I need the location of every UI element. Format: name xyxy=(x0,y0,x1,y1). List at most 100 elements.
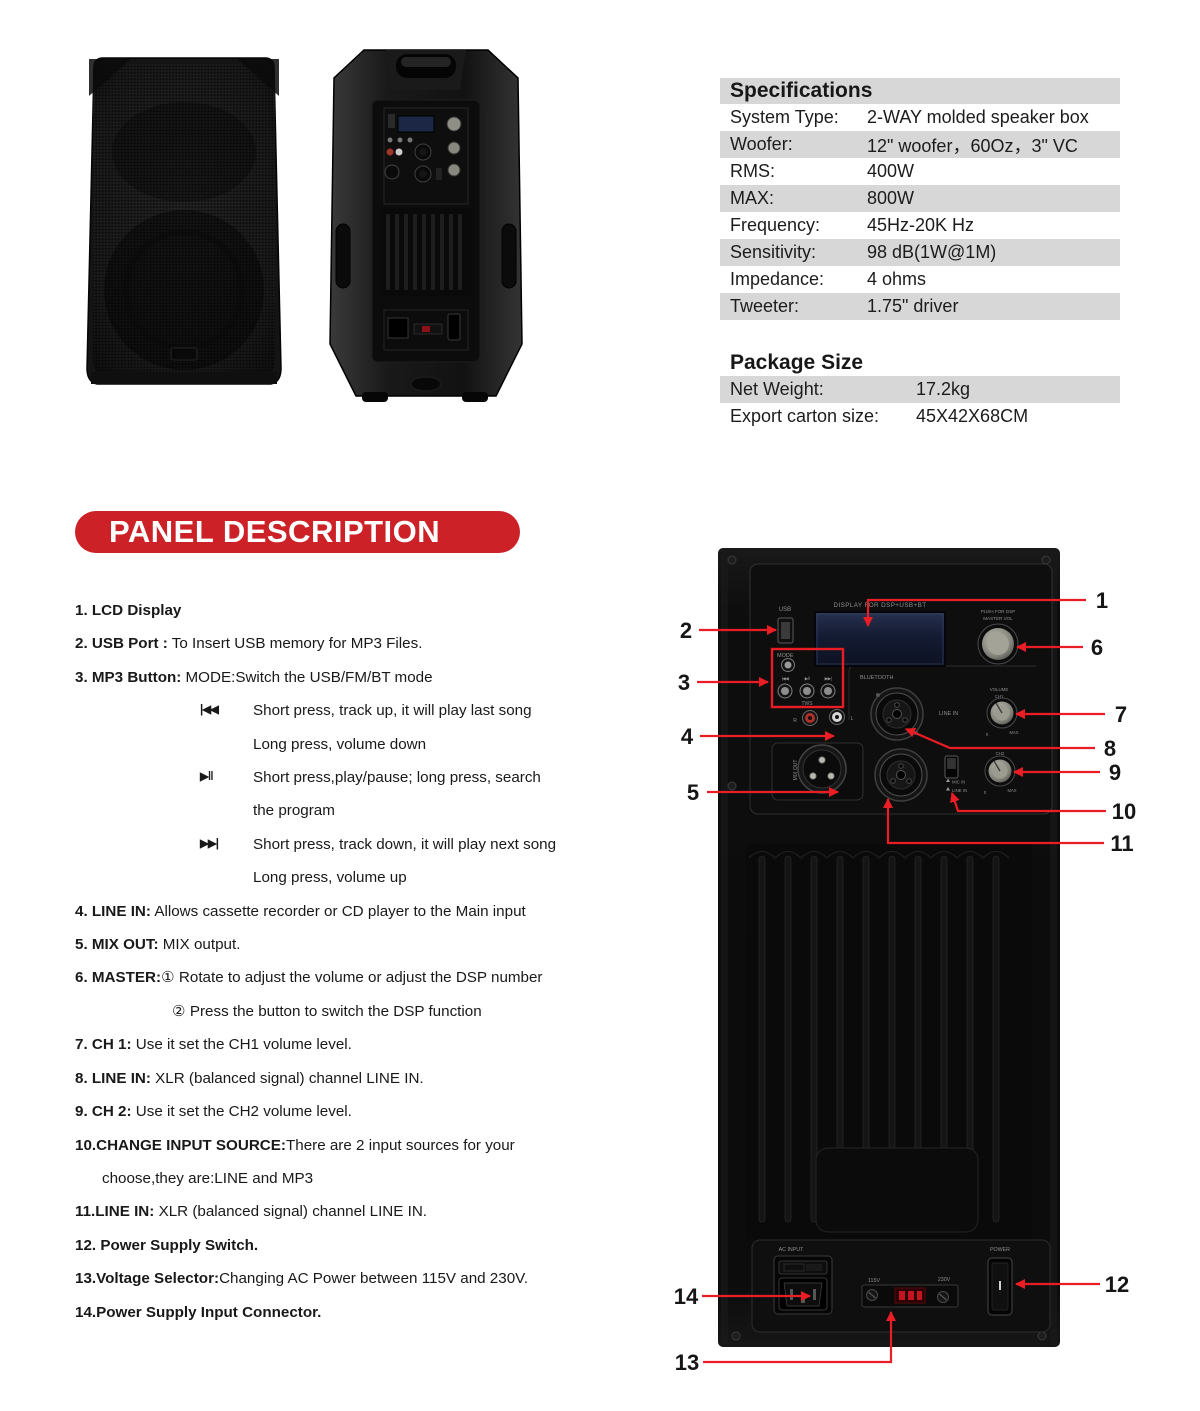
heat-sink-fin-arc xyxy=(904,851,932,859)
table-row-label: MAX: xyxy=(730,188,775,208)
desc-sub-item: |◀◀Short press, track up, it will play l… xyxy=(75,694,665,761)
master-label-2: MASTER VOL xyxy=(983,616,1013,621)
line-in-switch-label: LINE IN xyxy=(952,788,967,793)
table-row-value: 45Hz-20K Hz xyxy=(867,215,975,235)
heat-sink-fin xyxy=(992,855,1000,1223)
callout-number-10: 10 xyxy=(1112,799,1136,824)
mode-label: MODE xyxy=(777,653,794,659)
table-row-value: 2-WAY molded speaker box xyxy=(867,107,1089,127)
desc-item-bold: 9. CH 2: xyxy=(75,1103,132,1121)
table-row-label: Impedance: xyxy=(730,269,825,289)
desc-item: 10.CHANGE INPUT SOURCE:There are 2 input… xyxy=(75,1129,665,1162)
bluetooth-label: BLUETOOTH xyxy=(860,675,894,681)
ch2-label: CH2 xyxy=(996,751,1005,756)
desc-sub-line: Short press, track up, it will play last… xyxy=(253,702,532,720)
mic-in-label: MIC IN xyxy=(952,780,965,785)
desc-item-text: MODE:Switch the USB/FM/BT mode xyxy=(181,668,433,686)
desc-item: 13.Voltage Selector:Changing AC Power be… xyxy=(75,1262,665,1295)
desc-sub-line: the program xyxy=(253,802,335,820)
screw xyxy=(1037,1331,1047,1341)
master-label-1: PUSH FOR DSP xyxy=(981,609,1015,614)
callout-number-5: 5 xyxy=(687,780,699,805)
desc-sub-line: Short press, track down, it will play ne… xyxy=(253,835,557,853)
desc-item-bold: 5. MIX OUT: xyxy=(75,936,159,954)
desc-item-text: There are 2 input sources for your xyxy=(285,1136,515,1154)
desc-item-bold: 13.Voltage Selector: xyxy=(75,1270,220,1288)
specifications-table: Specifications System Type:2-WAY molded … xyxy=(720,78,1120,320)
desc-sub-lines: Short press,play/pause; long press, sear… xyxy=(253,761,665,828)
table-row-label: Frequency: xyxy=(730,215,821,235)
desc-item-continuation: choose,they are:LINE and MP3 xyxy=(102,1169,314,1187)
heat-sink-fin-arc xyxy=(956,851,984,859)
table-row-label: Woofer: xyxy=(730,134,793,154)
table-row-label: Tweeter: xyxy=(730,296,800,316)
rca-l-label: L xyxy=(851,716,854,722)
table-row-label: System Type: xyxy=(730,107,839,127)
desc-sub-item: ▶▶|Short press, track down, it will play… xyxy=(75,828,665,895)
desc-item-bold: 14.Power Supply Input Connector. xyxy=(75,1303,322,1321)
callout-number-8: 8 xyxy=(1104,736,1116,761)
desc-sub-line: Long press, volume down xyxy=(253,735,427,753)
table-row-label: Sensitivity: xyxy=(730,242,817,262)
desc-sub-lines: Short press, track up, it will play last… xyxy=(253,694,665,761)
desc-item-bold: 8. LINE IN: xyxy=(75,1069,151,1087)
tws-label: TWS xyxy=(801,701,813,707)
callout-number-13: 13 xyxy=(675,1350,699,1375)
power-label: POWER xyxy=(990,1247,1010,1253)
table-row: Impedance:4 ohms xyxy=(720,266,1120,293)
prev-icon: |◀◀ xyxy=(782,676,790,681)
table-row: Tweeter: 1.75" driver xyxy=(720,293,1120,320)
desc-item: 1. LCD Display xyxy=(75,594,665,627)
rear-panel-photo: USB DISPLAY FOR DSP+USB+BT PUSH FOR DSP … xyxy=(718,548,1060,1347)
desc-sub-line: Long press, volume up xyxy=(253,869,407,887)
ch1-max-label: MAX xyxy=(1009,730,1018,735)
ch2-max-label: MAX xyxy=(1007,788,1016,793)
callout-number-7: 7 xyxy=(1115,702,1127,727)
table-row-value: 45X42X68CM xyxy=(916,406,1029,426)
heat-sink-fin xyxy=(784,855,792,1223)
play-pause-icon: ▶‖ xyxy=(805,676,810,681)
front-speaker-photo xyxy=(86,57,282,385)
callout-number-9: 9 xyxy=(1109,760,1121,785)
table-row: Net Weight:17.2kg xyxy=(720,376,1120,403)
heat-sink-fin-arc xyxy=(748,851,776,859)
table-row: RMS:400W xyxy=(720,158,1120,185)
table-row: Sensitivity: 98 dB(1W@1M) xyxy=(720,239,1120,266)
desc-item-text: XLR (balanced signal) channel LINE IN. xyxy=(154,1203,428,1221)
table-row-label: RMS: xyxy=(730,161,775,181)
panel-description-banner: PANEL DESCRIPTION xyxy=(75,511,520,553)
table-row-value: 800W xyxy=(867,188,915,208)
callout-number-1: 1 xyxy=(1096,588,1108,613)
heat-sink-fin xyxy=(810,855,818,1223)
desc-item-bold: 3. MP3 Button: xyxy=(75,668,182,686)
table-row: Frequency: 45Hz-20K Hz xyxy=(720,212,1120,239)
desc-sub-line: Short press,play/pause; long press, sear… xyxy=(253,769,541,787)
side-handle xyxy=(501,223,517,289)
desc-item-bold: 10.CHANGE INPUT SOURCE: xyxy=(75,1136,286,1154)
callout-number-14: 14 xyxy=(674,1284,699,1309)
callout-number-11: 11 xyxy=(1110,831,1133,856)
callout-number-6: 6 xyxy=(1091,635,1103,660)
desc-item-bold: 7. CH 1: xyxy=(75,1036,132,1054)
heat-sink-fin xyxy=(758,855,766,1223)
desc-item: 8. LINE IN: XLR (balanced signal) channe… xyxy=(75,1062,665,1095)
desc-item: 2. USB Port : To Insert USB memory for M… xyxy=(75,627,665,660)
screw xyxy=(1041,555,1051,565)
heat-sink-fin-arc xyxy=(774,851,802,859)
callout-number-12: 12 xyxy=(1105,1272,1129,1297)
115v-label: 115V xyxy=(868,1278,880,1284)
heat-sink-fin-arc xyxy=(826,851,854,859)
callout-number-4: 4 xyxy=(681,724,694,749)
ch1-label: CH1 xyxy=(995,694,1004,699)
desc-item-text: To Insert USB memory for MP3 Files. xyxy=(167,635,423,653)
desc-item: 11.LINE IN: XLR (balanced signal) channe… xyxy=(75,1195,665,1228)
screw xyxy=(727,781,737,791)
heat-sink-fin-arc xyxy=(930,851,958,859)
table-row-value: 1.75" driver xyxy=(867,296,959,316)
table-row-value: 98 dB(1W@1M) xyxy=(867,242,997,262)
desc-item-text: Use it set the CH1 volume level. xyxy=(131,1036,352,1054)
